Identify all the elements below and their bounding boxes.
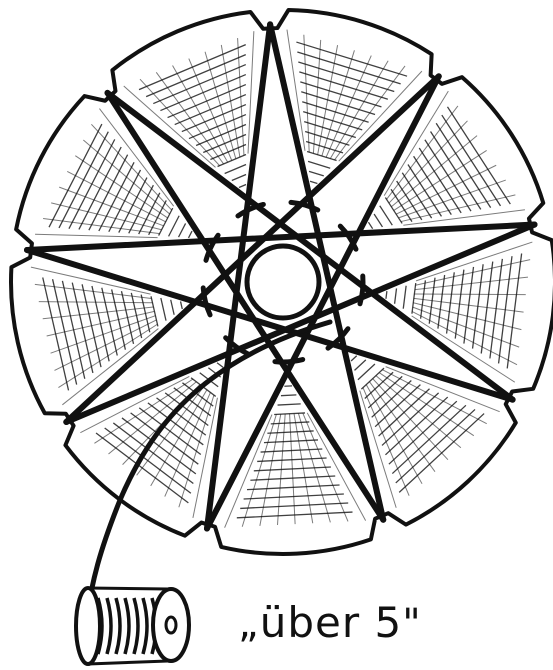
spool-bottom-edge <box>88 661 168 664</box>
spool-winding <box>116 598 120 654</box>
spool-right-flange <box>153 589 189 661</box>
center-hole <box>247 246 319 318</box>
hatch-line <box>281 395 296 396</box>
spool-winding <box>134 598 138 654</box>
spool-winding <box>143 598 147 654</box>
inner-thread-segment <box>275 360 303 362</box>
caption-close-quote: " <box>402 601 421 647</box>
caption-open-quote: „ <box>238 601 260 647</box>
spool-left-flange <box>76 588 100 664</box>
caption: „über 5" <box>238 598 422 647</box>
spool-winding <box>125 598 129 654</box>
spool-winding <box>107 598 111 654</box>
thread-spool-icon <box>76 588 189 664</box>
spool-top-edge <box>88 588 168 589</box>
caption-text: über 5 <box>260 598 402 647</box>
hatch-ray <box>414 294 525 295</box>
